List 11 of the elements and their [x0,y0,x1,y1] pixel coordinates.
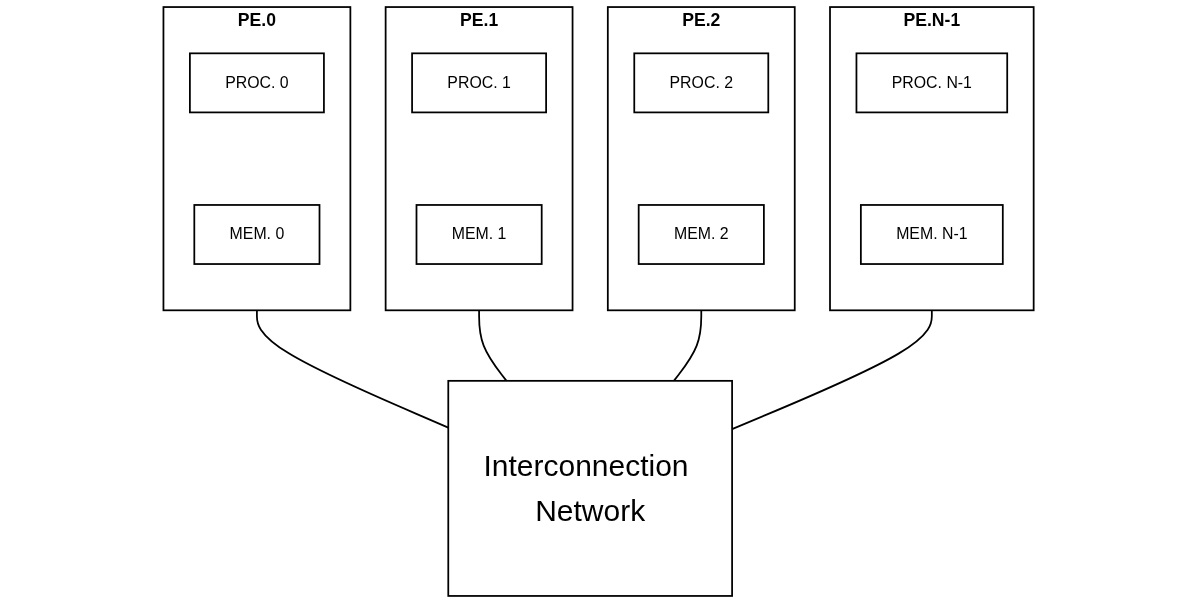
node-box: MEM. N-1 [859,204,1004,265]
node-box: MEM. 2 [637,204,765,265]
node-box: MEM. 1 [415,204,543,265]
node-box: PROC. 0 [188,52,325,114]
connector [478,309,508,382]
node-box: PROC. 1 [411,52,547,114]
node-box: PROC. 2 [633,52,770,114]
node-box: Interconnection Network [447,379,733,597]
connector [672,309,703,382]
node-box: PROC. N-1 [855,52,1009,114]
node-box: MEM. 0 [193,204,321,265]
